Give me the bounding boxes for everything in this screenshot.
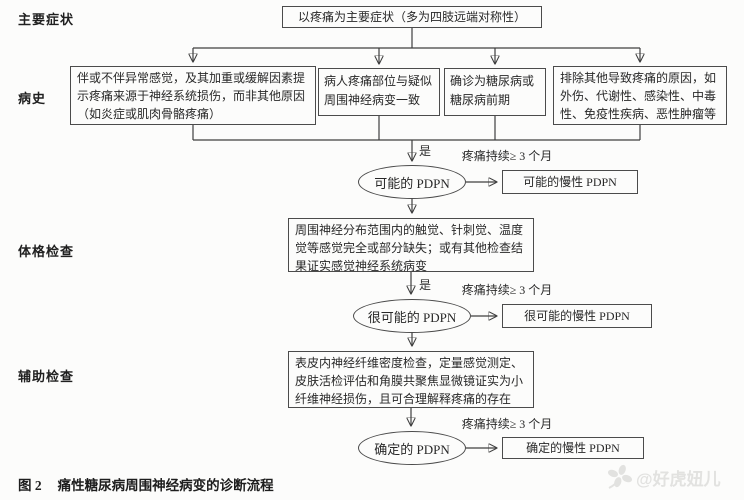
possible-pdpn-ellipse: 可能的 PDPN bbox=[358, 165, 466, 199]
history-box-location: 病人疼痛部位与疑似周围神经病变一致 bbox=[318, 68, 440, 116]
history-box-sensory: 伴或不伴异常感觉，及其加重或缓解因素提示疼痛来源于神经系统损伤，而非其他原因（如… bbox=[70, 66, 316, 125]
edge-label-duration-1: 疼痛持续≥ 3 个月 bbox=[461, 149, 553, 163]
stage-label-history: 病史 bbox=[18, 91, 47, 106]
edge-label-duration-3: 疼痛持续≥ 3 个月 bbox=[461, 417, 553, 431]
stage-label-physical-exam: 体格检查 bbox=[18, 244, 75, 259]
edge-label-yes-2: 是 bbox=[419, 278, 432, 292]
main-symptom-box: 以疼痛为主要症状（多为四肢远端对称性） bbox=[282, 6, 542, 28]
probable-pdpn-ellipse: 很可能的 PDPN bbox=[353, 299, 471, 333]
stage-label-main-symptom: 主要症状 bbox=[18, 12, 75, 27]
edge-label-duration-2: 疼痛持续≥ 3 个月 bbox=[461, 283, 553, 297]
definite-pdpn-ellipse: 确定的 PDPN bbox=[358, 431, 466, 465]
watermark-text: @好虎妞儿 bbox=[636, 469, 721, 489]
history-box-exclusion: 排除其他导致疼痛的原因，如外伤、代谢性、感染性、中毒性、免疫性疾病、恶性肿瘤等 bbox=[553, 66, 727, 125]
figure-caption-number: 图 2 bbox=[18, 478, 42, 493]
history-box-diabetes: 确诊为糖尿病或糖尿病前期 bbox=[444, 68, 546, 116]
possible-chronic-pdpn-box: 可能的慢性 PDPN bbox=[502, 170, 638, 194]
edge-label-yes-1: 是 bbox=[419, 144, 432, 158]
physical-exam-criteria-box: 周围神经分布范围内的触觉、针刺觉、温度觉等感觉完全或部分缺失；或有其他检查结果证… bbox=[288, 218, 534, 273]
watermark: @好虎妞儿 bbox=[606, 463, 721, 491]
figure-caption: 图 2 痛性糖尿病周围神经病变的诊断流程 bbox=[18, 474, 274, 494]
flower-icon bbox=[606, 463, 634, 491]
definite-chronic-pdpn-box: 确定的慢性 PDPN bbox=[502, 437, 644, 459]
figure-caption-title: 痛性糖尿病周围神经病变的诊断流程 bbox=[57, 478, 274, 493]
auxiliary-exam-criteria-box: 表皮内神经纤维密度检查，定量感觉测定、皮肤活检评估和角膜共聚焦显微镜证实为小纤维… bbox=[288, 351, 534, 408]
stage-label-auxiliary-exam: 辅助检查 bbox=[18, 369, 75, 384]
probable-chronic-pdpn-box: 很可能的慢性 PDPN bbox=[502, 304, 652, 328]
